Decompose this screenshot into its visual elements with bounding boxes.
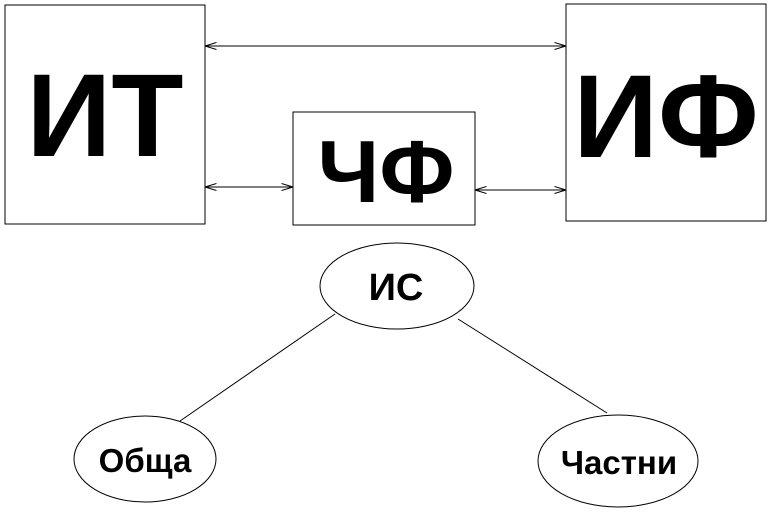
node-is-label: ИС bbox=[369, 267, 424, 309]
node-chastni-label: Частни bbox=[561, 444, 677, 481]
box-chf-label: ЧФ bbox=[318, 122, 455, 221]
node-chastni: Частни bbox=[537, 414, 699, 508]
tree-edge-left bbox=[179, 313, 336, 422]
box-chf: ЧФ bbox=[292, 111, 476, 226]
node-is: ИС bbox=[319, 242, 475, 330]
tree-edge-right bbox=[457, 318, 608, 414]
box-if: ИФ bbox=[565, 3, 767, 222]
node-obshta-label: Обща bbox=[99, 442, 192, 479]
box-if-label: ИФ bbox=[573, 51, 759, 183]
node-obshta: Обща bbox=[73, 415, 217, 503]
box-it: ИТ bbox=[4, 4, 206, 225]
box-it-label: ИТ bbox=[27, 50, 184, 182]
